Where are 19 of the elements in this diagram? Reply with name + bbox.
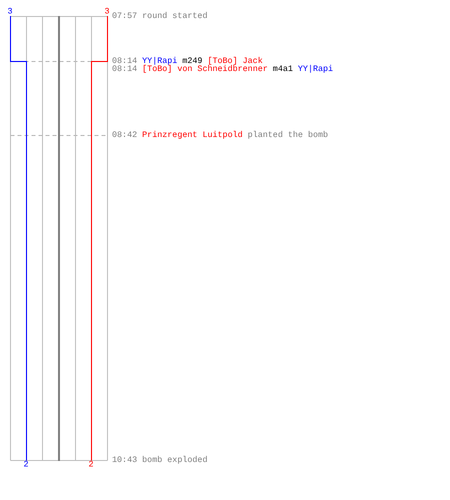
player-count: 3 [104, 8, 110, 16]
player-name: YY|Rapi [142, 56, 178, 66]
player-name: YY|Rapi [298, 64, 334, 74]
event-text: bomb exploded [142, 456, 208, 464]
event-time: 08:14 [112, 56, 138, 66]
player-name: Prinzregent Luitpold [142, 130, 243, 140]
event-text: planted the bomb [248, 130, 328, 140]
event-time: 07:57 [112, 12, 138, 20]
player-count: 3 [7, 8, 13, 16]
event-time: 10:43 [112, 456, 138, 464]
player-count: 2 [88, 460, 94, 470]
player-count: 2 [23, 460, 29, 470]
player-name: [ToBo] von Schneidbrenner [142, 64, 268, 74]
weapon-name: m249 [182, 56, 202, 66]
player-name: [ToBo] Jack [207, 56, 263, 66]
event-time: 08:42 [112, 130, 138, 140]
event-time: 08:14 [112, 64, 138, 74]
event-text: round started [142, 12, 208, 20]
weapon-name: m4a1 [272, 64, 293, 74]
